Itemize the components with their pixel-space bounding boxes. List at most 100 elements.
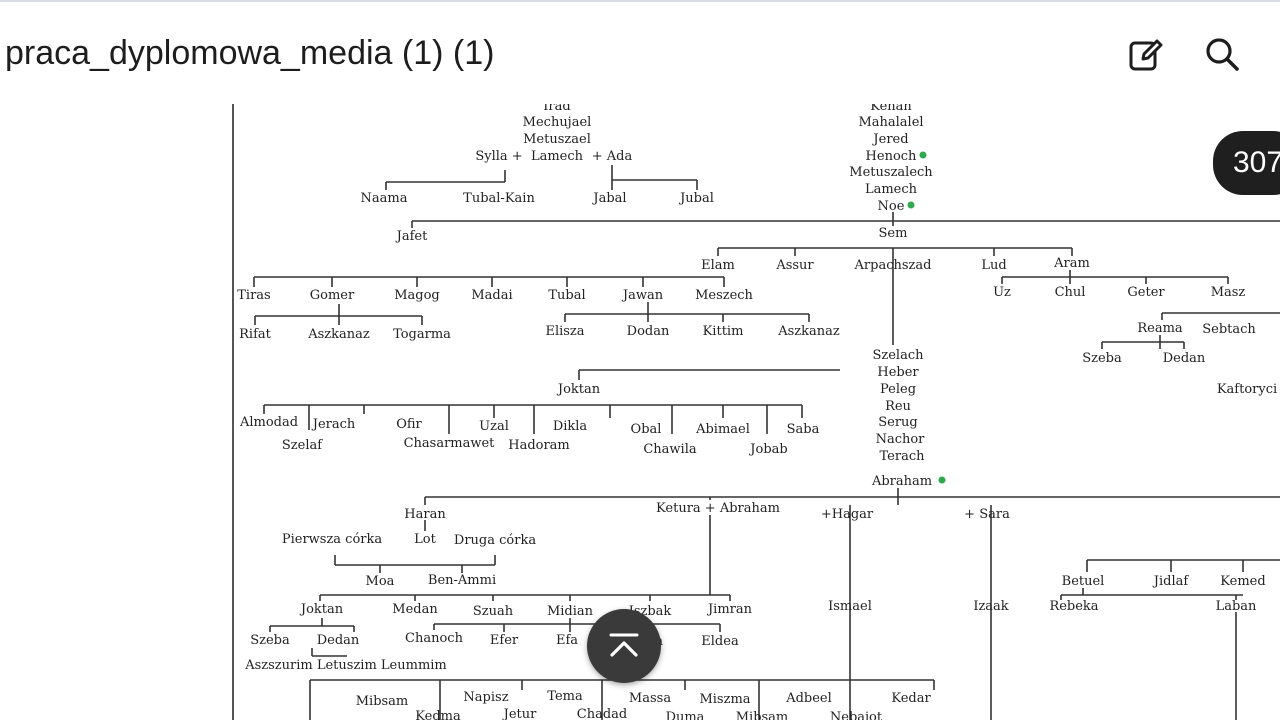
tree-node-label: Kedar — [891, 691, 931, 706]
chevron-up-icon — [609, 633, 639, 657]
tree-node-label: Reu — [885, 399, 911, 414]
tree-node-label: Dedan — [1163, 351, 1206, 366]
tree-node-label: Sebtach — [1202, 322, 1256, 337]
tree-node-label: Druga córka — [454, 533, 536, 548]
tree-node-label: Jubal — [678, 191, 714, 206]
tree-node-label: Aram — [1053, 256, 1090, 271]
tree-node-label: Chul — [1055, 285, 1086, 300]
tree-node-label: Kittim — [703, 324, 744, 339]
tree-node-label: Midian — [547, 604, 594, 619]
tree-node-label: Peleg — [880, 382, 916, 397]
tree-node-label: Eldea — [701, 634, 739, 649]
tree-node-label: Dedan — [317, 633, 360, 648]
tree-node-label: Moa — [366, 574, 395, 589]
tree-node-label: Massa — [629, 691, 671, 706]
tree-node-label: Irad — [543, 104, 570, 114]
tree-node-label: Szelaf — [282, 438, 323, 453]
tree-node-label: Jawan — [621, 288, 664, 303]
top-bar: praca_dyplomowa_media (1) (1) — [0, 0, 1280, 106]
tree-node-label: +Hagar — [821, 507, 874, 522]
tree-node-label: Uzal — [479, 419, 509, 434]
tree-node-label: Kaftoryci — [1217, 382, 1277, 397]
tree-node-label: Elisza — [545, 324, 584, 339]
tree-node-label: Tema — [547, 689, 583, 704]
tree-node-label: Dodan — [627, 324, 670, 339]
search-button[interactable] — [1202, 34, 1242, 74]
tree-node-label: Mechujael — [523, 115, 592, 130]
tree-node-label: Lamech — [865, 182, 918, 197]
tree-node-label: Serug — [878, 415, 918, 430]
tree-node-label: Ofir — [396, 417, 422, 432]
tree-node-label: Heber — [877, 365, 919, 380]
tree-node-label: Almodad — [239, 415, 298, 430]
tree-node-label: Togarma — [393, 327, 451, 342]
tree-node-label: Kenan — [870, 104, 912, 114]
tree-node-label: Duma — [666, 710, 705, 720]
tree-node-label: Mahalalel — [858, 115, 923, 130]
tree-node-label: Metuszalech — [849, 165, 933, 180]
tree-node-label: Hadoram — [508, 438, 570, 453]
tree-node-label: Chawila — [643, 442, 697, 457]
tree-node-label: Chasarmawet — [404, 436, 496, 451]
tree-node-label: Szeba — [250, 633, 290, 648]
tree-node-label: Jered — [871, 132, 908, 147]
tree-node-label: Ketura + Abraham — [656, 501, 780, 516]
tree-node-label: Jerach — [311, 417, 356, 432]
tree-marker-dot — [938, 476, 946, 484]
tree-node-label: Saba — [787, 422, 820, 437]
edit-button[interactable] — [1126, 34, 1166, 74]
tree-node-label: Aszkanaz — [777, 324, 840, 339]
tree-node-label: Haran — [404, 507, 446, 522]
tree-node-label: Chadad — [577, 707, 627, 720]
tree-node-label: Nebajot — [830, 710, 883, 720]
tree-node-label: Rebeka — [1049, 599, 1098, 614]
tree-node-label: Tubal — [548, 288, 585, 303]
tree-node-label: Reama — [1137, 321, 1183, 336]
tree-node-label: Jimran — [706, 602, 753, 617]
tree-node-label: Jidlaf — [1152, 574, 1190, 589]
tree-node-label: Elam — [701, 258, 735, 273]
tree-node-label: Tubal-Kain — [463, 191, 535, 206]
document-title: praca_dyplomowa_media (1) (1) — [5, 34, 495, 72]
tree-node-label: Pierwsza córka — [282, 532, 383, 547]
tree-node-label: Joktan — [556, 382, 601, 397]
tree-node-label: Napisz — [463, 690, 508, 705]
tree-node-label: Sem — [879, 226, 908, 241]
tree-node-label: Kedma — [415, 709, 461, 720]
tree-node-label: Meszech — [695, 288, 753, 303]
tree-node-label: Assur — [775, 258, 814, 273]
tree-marker-dot — [919, 151, 927, 159]
tree-node-label: Dikla — [553, 419, 588, 434]
tree-node-label: Noe — [878, 199, 905, 214]
tree-node-label: + Ada — [592, 149, 633, 164]
tree-node-label: + Sara — [964, 507, 1010, 522]
tree-node-label: Geter — [1127, 285, 1165, 300]
tree-node-label: Jabal — [591, 191, 626, 206]
tree-node-label: Efer — [490, 633, 519, 648]
tree-node-label: Ben-Ammi — [428, 573, 496, 588]
tree-node-label: Abraham — [871, 474, 932, 489]
tree-node-label: Obal — [631, 422, 662, 437]
tree-node-label: Lot — [414, 532, 436, 547]
tree-node-label: Mibsam — [356, 694, 409, 709]
tree-node-label: Jetur — [502, 707, 538, 720]
tree-node-label: Lamech — [531, 149, 584, 164]
tree-node-label: Madai — [471, 288, 512, 303]
tree-node-label: Jobab — [748, 442, 787, 457]
tree-node-label: Tiras — [237, 288, 270, 303]
tree-marker-dot — [907, 201, 915, 209]
tree-node-label: Izaak — [973, 599, 1008, 614]
tree-node-label: Szeba — [1082, 351, 1122, 366]
tree-node-label: Aszkanaz — [307, 327, 370, 342]
scroll-to-top-button[interactable] — [587, 609, 661, 683]
edit-icon — [1129, 39, 1163, 71]
tree-node-label: Metuszael — [523, 132, 591, 147]
tree-node-label: Szelach — [872, 348, 924, 363]
tree-node-label: Laban — [1216, 599, 1257, 614]
tree-node-label: Masz — [1211, 285, 1246, 300]
tree-node-label: Efa — [556, 633, 578, 648]
tree-node-label: Adbeel — [785, 691, 832, 706]
tree-node-label: Miszma — [699, 692, 750, 707]
